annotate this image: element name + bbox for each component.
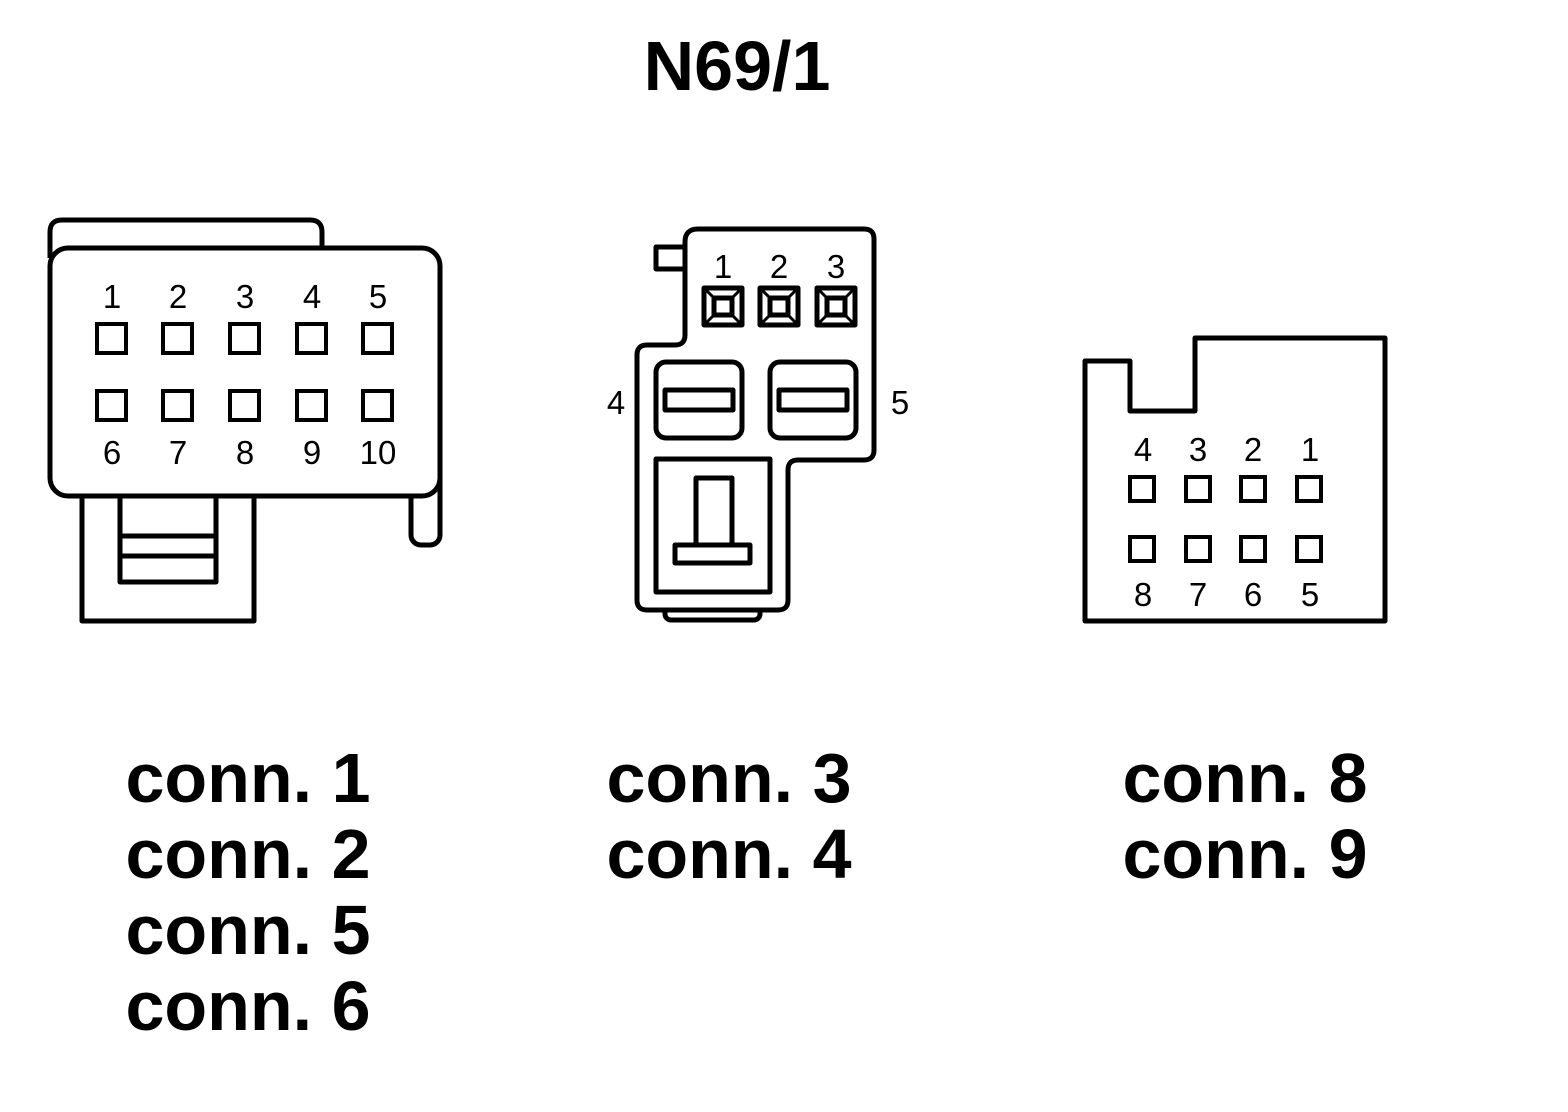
pin-label: 1 <box>1301 431 1319 468</box>
pin-label: 4 <box>303 278 321 315</box>
pin-label: 8 <box>236 434 254 471</box>
connector-b: 1 2 3 4 5 <box>607 226 909 623</box>
connector-a-label: conn. 6 <box>125 967 370 1045</box>
pin-label: 9 <box>303 434 321 471</box>
pin-label: 4 <box>1134 431 1152 468</box>
pin-label: 5 <box>1301 576 1319 613</box>
pin-label: 4 <box>607 384 625 421</box>
connector-a: 1 2 3 4 5 6 7 8 9 10 <box>47 217 443 624</box>
connector-a-label: conn. 5 <box>125 891 370 969</box>
connector-c-label: conn. 9 <box>1122 815 1367 893</box>
pin-label: 6 <box>1244 576 1262 613</box>
connector-c-label: conn. 8 <box>1122 739 1367 817</box>
pin-label: 2 <box>169 278 187 315</box>
pin-label: 3 <box>827 248 845 285</box>
diagram-title: N69/1 <box>644 27 831 105</box>
connector-a-label: conn. 2 <box>125 815 370 893</box>
pin-label: 3 <box>1189 431 1207 468</box>
pin-label: 7 <box>1189 576 1207 613</box>
pin-label: 3 <box>236 278 254 315</box>
pin-label: 2 <box>1244 431 1262 468</box>
pin-label: 2 <box>770 248 788 285</box>
pin-label: 1 <box>103 278 121 315</box>
connector-b-label: conn. 3 <box>606 739 851 817</box>
connector-b-label: conn. 4 <box>606 815 851 893</box>
pin-label: 5 <box>891 384 909 421</box>
pin-label: 7 <box>169 434 187 471</box>
connector-a-label: conn. 1 <box>125 739 370 817</box>
connector-c: 4 3 2 1 8 7 6 5 <box>1082 335 1388 624</box>
pin-label: 8 <box>1134 576 1152 613</box>
pin-label: 6 <box>103 434 121 471</box>
pin-label: 10 <box>360 434 397 471</box>
pin-label: 5 <box>369 278 387 315</box>
pin-label: 1 <box>714 248 732 285</box>
